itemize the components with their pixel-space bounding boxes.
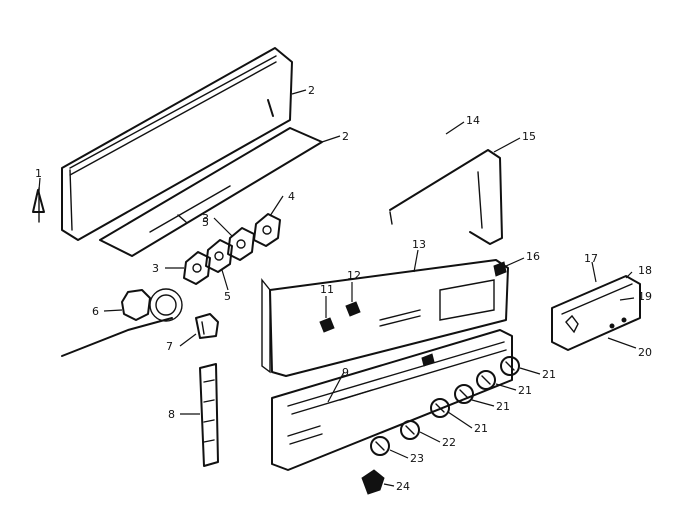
part-5-switch-mid-left (205, 239, 233, 273)
callout-11: 11 (320, 283, 334, 296)
callout-13: 13 (412, 238, 426, 251)
callout-1: 1 (35, 167, 42, 180)
callout-21d: 21 (474, 422, 488, 435)
part-23-knob (370, 436, 390, 456)
callout-15: 15 (522, 130, 536, 143)
callout-3a: 3 (152, 262, 159, 275)
leader-lines (38, 89, 637, 487)
part-2-back-panel (61, 47, 293, 241)
callout-20: 20 (638, 346, 652, 359)
callout-5b: 5 (202, 216, 209, 229)
callout-22: 22 (442, 436, 456, 449)
callout-2b: 2 (342, 130, 349, 143)
callout-6: 6 (92, 305, 99, 318)
callout-19: 19 (638, 290, 652, 303)
callout-21b: 21 (518, 384, 532, 397)
callout-21c: 21 (496, 400, 510, 413)
part-13-control-panel (261, 259, 509, 377)
part-16-indicator (493, 261, 507, 277)
part-7-small-switch (195, 313, 219, 339)
part-15-backsplash (389, 149, 503, 245)
callout-17: 17 (584, 252, 598, 265)
callout-18: 18 (638, 264, 652, 277)
part-22-knob (400, 420, 420, 440)
part-21-knob-2 (476, 370, 496, 390)
callout-12: 12 (347, 269, 361, 282)
callout-4: 4 (288, 190, 295, 203)
part-9-lower-panel (271, 329, 513, 471)
part-5-switch-mid-right (227, 227, 255, 261)
callout-21a: 21 (542, 368, 556, 381)
callout-3b: 3 (202, 212, 209, 225)
callout-24: 24 (396, 480, 410, 493)
callout-9: 9 (342, 366, 349, 379)
part-8-bracket (199, 363, 219, 467)
part-1-screw (32, 187, 45, 223)
part-21-knob-3 (454, 384, 474, 404)
callout-8: 8 (168, 408, 175, 421)
part-12-switch (345, 301, 361, 317)
callout-23: 23 (410, 452, 424, 465)
callout-5a: 5 (224, 290, 231, 303)
callout-16: 16 (526, 250, 540, 263)
part-19-plate (551, 275, 641, 351)
part-21-knob-1 (500, 356, 520, 376)
callouts: 1 2 2 3 3 4 5 5 6 7 8 9 11 12 13 14 15 1… (35, 84, 652, 493)
part-4-switch-right (253, 213, 281, 247)
callout-2a: 2 (308, 84, 315, 97)
callout-14: 14 (466, 114, 480, 127)
callout-7: 7 (166, 340, 173, 353)
part-6-timer (61, 288, 183, 357)
part-21-knob-4 (430, 398, 450, 418)
part-5-switch-left (183, 251, 211, 285)
part-24-clip (361, 469, 385, 495)
part-11-switch (319, 317, 335, 333)
